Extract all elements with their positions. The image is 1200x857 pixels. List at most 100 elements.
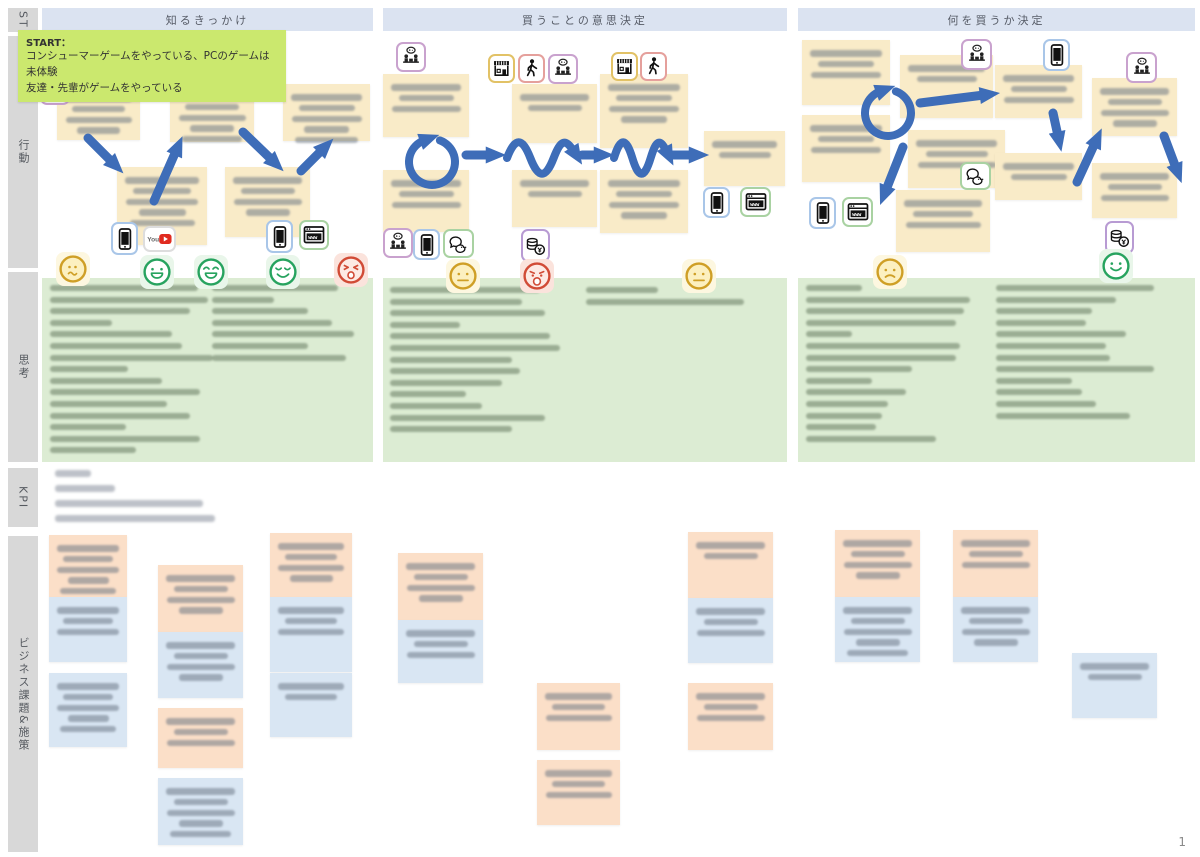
thought-text-blur bbox=[390, 414, 545, 421]
thought-text-blur bbox=[390, 310, 545, 317]
stage-header-selection: 何を買うか決定 bbox=[798, 8, 1195, 31]
store-icon bbox=[488, 54, 515, 83]
sticky-note bbox=[835, 530, 920, 597]
thought-text-blur bbox=[390, 344, 560, 351]
thought-text-blur bbox=[212, 308, 308, 315]
sticky-note bbox=[49, 535, 127, 597]
thought-text-block bbox=[212, 285, 354, 366]
note-text-blur bbox=[406, 563, 475, 570]
thought-text-blur bbox=[50, 377, 162, 384]
note-text-blur bbox=[391, 201, 461, 209]
note-text-blur bbox=[63, 617, 113, 625]
note-text-blur bbox=[961, 607, 1030, 614]
thought-text-blur bbox=[50, 285, 198, 291]
sticky-note bbox=[704, 131, 785, 186]
note-text-blur bbox=[925, 150, 988, 158]
thought-text-blur bbox=[212, 331, 354, 338]
thought-text-blur bbox=[50, 296, 208, 303]
browser-icon: www bbox=[299, 220, 329, 250]
svg-text:www: www bbox=[750, 202, 760, 208]
note-text-blur bbox=[973, 639, 1018, 646]
start-note-title: START： bbox=[26, 38, 72, 49]
note-text-blur bbox=[166, 809, 235, 817]
note-text-blur bbox=[406, 584, 475, 592]
thought-text-blur bbox=[50, 400, 167, 407]
note-text-blur bbox=[72, 105, 125, 113]
note-text-blur bbox=[696, 714, 765, 722]
note-text-blur bbox=[1010, 173, 1067, 181]
note-text-blur bbox=[391, 84, 461, 91]
sticky-note bbox=[802, 115, 890, 182]
discussion-icon bbox=[383, 228, 413, 258]
emotion-grin-icon bbox=[140, 255, 174, 289]
thought-text-blur bbox=[996, 296, 1116, 303]
sticky-note bbox=[802, 40, 890, 105]
note-text-blur bbox=[810, 50, 882, 57]
sticky-note bbox=[900, 55, 993, 118]
page-number: 1 bbox=[1178, 835, 1186, 849]
sticky-note bbox=[270, 673, 352, 737]
thought-text-blur bbox=[996, 400, 1096, 407]
sticky-note bbox=[835, 597, 920, 662]
note-text-blur bbox=[391, 180, 461, 187]
emotion-rage-icon bbox=[334, 253, 368, 287]
note-text-blur bbox=[1080, 663, 1149, 670]
thought-text-blur bbox=[212, 342, 308, 349]
note-text-blur bbox=[1112, 120, 1157, 127]
note-text-blur bbox=[233, 177, 302, 184]
discussion-icon bbox=[1126, 52, 1157, 83]
note-text-blur bbox=[520, 180, 589, 187]
note-text-blur bbox=[133, 187, 191, 195]
note-text-blur bbox=[413, 640, 468, 648]
note-text-blur bbox=[170, 830, 231, 838]
note-text-blur bbox=[138, 209, 186, 216]
sticky-note bbox=[1092, 78, 1177, 136]
note-text-blur bbox=[818, 135, 874, 143]
note-text-blur bbox=[545, 714, 612, 722]
note-text-blur bbox=[961, 628, 1030, 636]
thought-text-blur bbox=[806, 435, 936, 442]
sticky-note bbox=[158, 708, 243, 768]
note-text-blur bbox=[843, 540, 912, 547]
note-text-blur bbox=[616, 94, 672, 102]
thought-text-blur bbox=[50, 331, 172, 338]
note-text-blur bbox=[712, 141, 777, 148]
stage-header-decision: 買うことの意思決定 bbox=[383, 8, 787, 31]
browser-icon: www bbox=[842, 197, 873, 227]
note-text-blur bbox=[413, 573, 468, 581]
thought-text-blur bbox=[996, 331, 1126, 338]
note-text-blur bbox=[968, 617, 1023, 625]
sticky-note bbox=[896, 190, 990, 252]
note-text-blur bbox=[418, 595, 463, 602]
note-text-blur bbox=[173, 585, 228, 593]
note-text-blur bbox=[166, 788, 235, 795]
thought-text-blur bbox=[996, 389, 1082, 396]
note-text-blur bbox=[60, 725, 116, 733]
start-note-line: コンシューマーゲームをやっている、PCのゲームは未体験 bbox=[26, 50, 270, 78]
note-text-blur bbox=[278, 543, 344, 550]
chat-icon bbox=[960, 162, 991, 190]
sticky-note bbox=[537, 683, 620, 750]
note-text-blur bbox=[291, 94, 362, 101]
note-text-blur bbox=[129, 219, 195, 227]
sticky-note bbox=[688, 532, 773, 598]
start-note-line: 友達・先輩がゲームをやっている bbox=[26, 81, 183, 94]
emotion-shock-icon bbox=[520, 259, 554, 293]
note-text-blur bbox=[917, 161, 996, 169]
thought-text-blur bbox=[806, 285, 862, 291]
thought-text-blur bbox=[996, 366, 1154, 373]
note-text-blur bbox=[843, 607, 912, 614]
thought-text-blur bbox=[806, 377, 872, 384]
thought-text-block bbox=[996, 285, 1154, 424]
kpi-text-blur bbox=[55, 500, 203, 507]
sticky-note bbox=[49, 673, 127, 747]
note-text-blur bbox=[166, 642, 235, 649]
thought-text-blur bbox=[212, 354, 346, 361]
thought-text-block bbox=[390, 287, 560, 438]
note-text-blur bbox=[913, 210, 973, 218]
note-text-blur bbox=[67, 715, 109, 722]
svg-text:www: www bbox=[852, 212, 862, 218]
note-text-blur bbox=[552, 703, 605, 711]
start-note: START： コンシューマーゲームをやっている、PCのゲームは未体験 友達・先輩… bbox=[18, 30, 286, 103]
row-label-kpi-text: KPI bbox=[16, 485, 30, 510]
